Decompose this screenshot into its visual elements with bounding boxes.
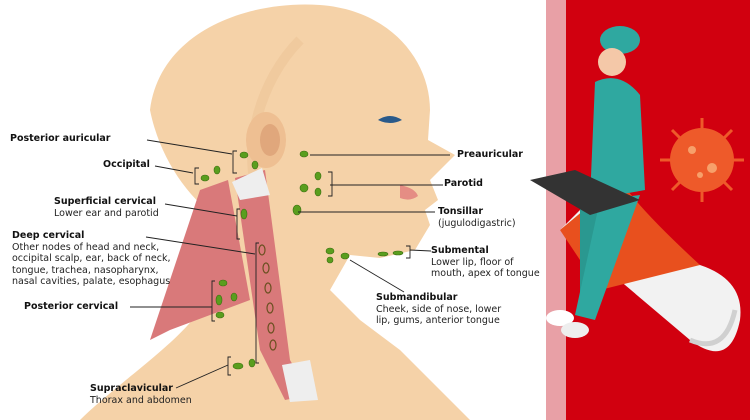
label-tonsillar: Tonsillar(jugulodigastric) — [438, 206, 516, 229]
sternocleidomastoid-muscle — [235, 170, 310, 400]
head-figure — [80, 4, 470, 420]
virus-icon — [660, 118, 744, 202]
woman-with-laptop — [530, 26, 645, 338]
label-preauricular: Preauricular — [457, 149, 523, 160]
label-submandibular: Submandibular Cheek, side of nose, lower… — [376, 292, 502, 326]
eye — [378, 116, 402, 123]
leader-lines — [130, 139, 450, 389]
label-posterior-cervical: Posterior cervical — [24, 301, 119, 312]
trapezius-muscle — [150, 180, 250, 340]
lymph-nodes — [200, 150, 404, 370]
decorative-panel — [530, 0, 750, 420]
label-occipital: Occipital — [103, 159, 150, 170]
lips — [400, 185, 418, 200]
label-deep-cervical: Deep cervical Other nodes of head and ne… — [12, 230, 171, 287]
label-posterior-auricular: Posterior auricular — [10, 133, 111, 144]
label-parotid: Parotid — [444, 178, 483, 189]
